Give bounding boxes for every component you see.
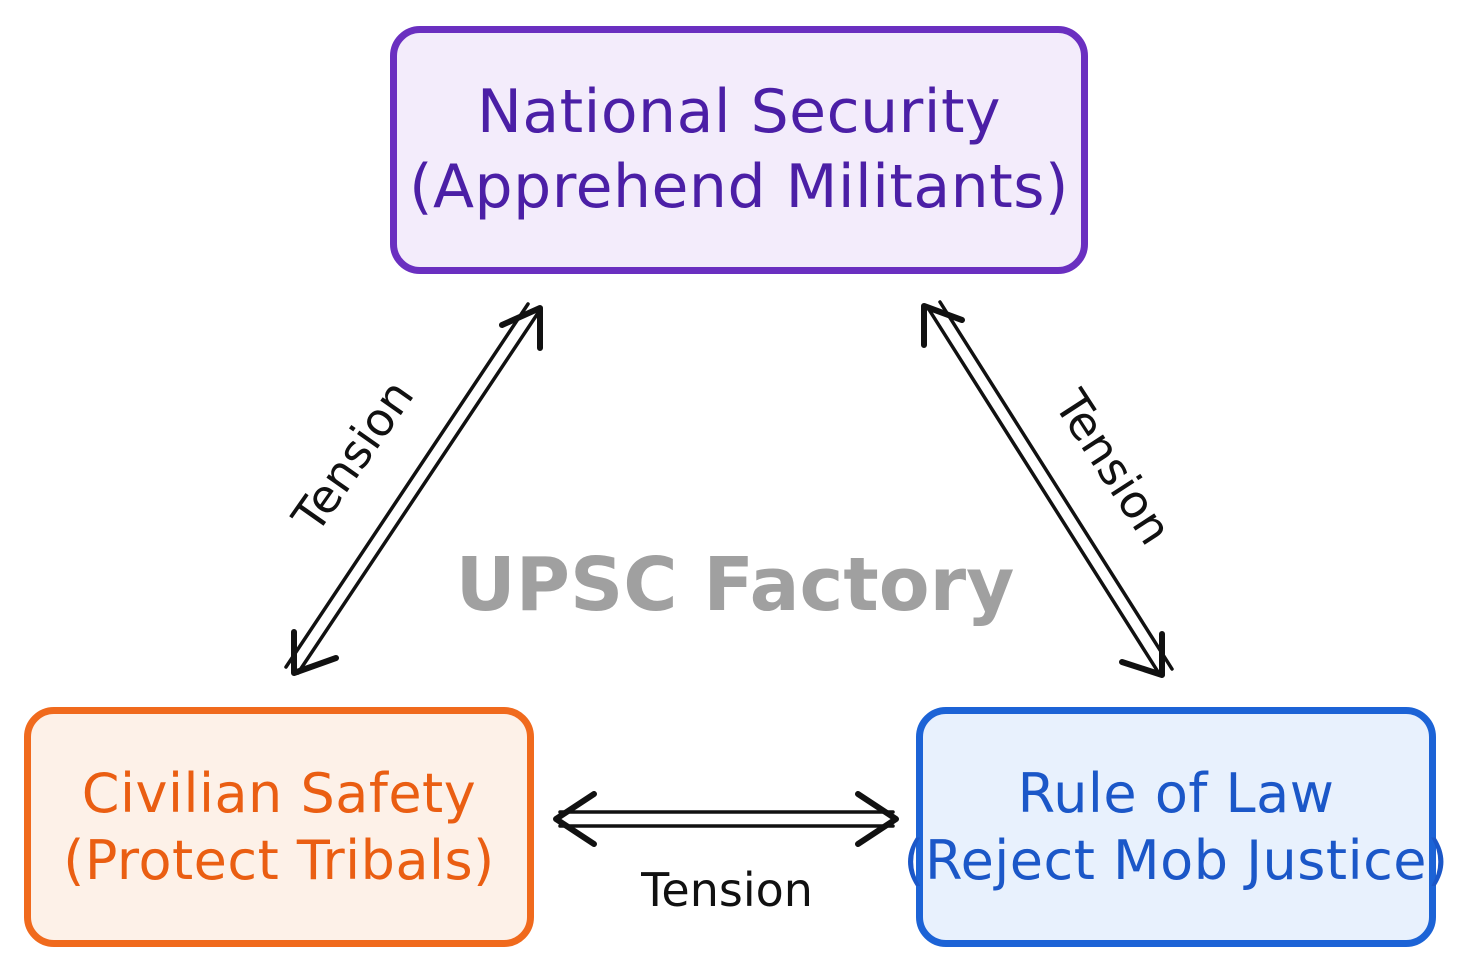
edge-label-tension: Tension [1043,380,1182,554]
edge-line [938,300,1174,671]
edge-label-tension: Tension [640,863,813,917]
edge-line [284,302,530,669]
edge-line [926,306,1162,677]
edge-line [296,308,542,675]
arrowhead-icon [921,303,965,348]
node-subtitle: (Apprehend Militants) [409,152,1069,222]
node-title: Rule of Law [1017,761,1335,825]
node-subtitle: (Protect Tribals) [63,829,495,892]
arrowhead-icon [291,629,339,676]
edge-civilian-law: Tension [553,791,899,917]
arrowhead-icon [499,305,543,351]
watermark-text: UPSC Factory [456,542,1015,628]
arrowhead-icon [1119,631,1165,678]
node-subtitle: (Reject Mob Justice) [903,829,1449,892]
node-national-security: National Security (Apprehend Militants) [390,26,1088,274]
node-title: Civilian Safety [81,761,477,825]
arrowhead-icon [855,791,899,847]
arrowhead-icon [553,791,597,847]
node-rule-of-law: Rule of Law (Reject Mob Justice) [903,707,1448,947]
node-title: National Security [477,77,1001,147]
node-civilian-safety: Civilian Safety (Protect Tribals) [24,707,534,947]
